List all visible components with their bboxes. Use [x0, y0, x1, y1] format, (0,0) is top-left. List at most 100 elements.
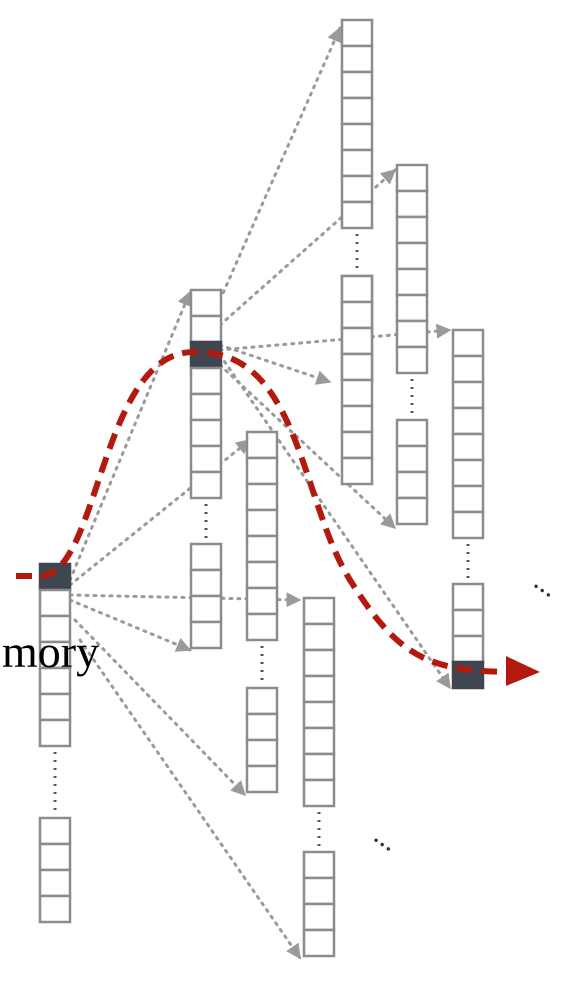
- memory-cell: [340, 200, 374, 230]
- dotted-arrow: [218, 26, 342, 302]
- memory-cell: [340, 326, 374, 356]
- memory-cell: [245, 482, 279, 512]
- memory-cell: [395, 444, 429, 474]
- memory-columns: [38, 18, 485, 958]
- ellipsis-right: ...: [528, 564, 565, 604]
- memory-cell: [395, 189, 429, 219]
- path-arrowhead: [506, 656, 540, 686]
- memory-cell: [189, 568, 223, 598]
- memory-cell: [38, 868, 72, 898]
- memory-cell: [451, 380, 485, 410]
- memory-column-col-3b: [302, 596, 336, 958]
- memory-cell: [451, 582, 485, 612]
- memory-cell: [340, 352, 374, 382]
- memory-cell: [38, 842, 72, 872]
- memory-cell: [451, 432, 485, 462]
- memory-cell: [302, 726, 336, 756]
- memory-cell: [189, 444, 223, 474]
- memory-cell: [395, 418, 429, 448]
- memory-cell: [245, 764, 279, 794]
- memory-cell: [302, 850, 336, 880]
- memory-column-col-0: [38, 562, 72, 924]
- memory-label: mory: [2, 626, 99, 677]
- memory-cell: [38, 588, 72, 618]
- memory-column-col-4a: [395, 163, 429, 526]
- memory-cell: [38, 718, 72, 748]
- memory-cell: [189, 594, 223, 624]
- memory-cell: [245, 560, 279, 590]
- memory-cell: [340, 430, 374, 460]
- memory-cell: [245, 534, 279, 564]
- memory-cell: [451, 328, 485, 358]
- memory-cell: [189, 392, 223, 422]
- memory-cell: [189, 542, 223, 572]
- memory-cell: [340, 70, 374, 100]
- dotted-arrow: [78, 638, 302, 960]
- memory-cell: [302, 752, 336, 782]
- memory-cell: [395, 293, 429, 323]
- memory-cell: [395, 163, 429, 193]
- highlight-path-line: [16, 348, 521, 675]
- memory-column-col-4b: [340, 274, 374, 486]
- memory-cell: [340, 122, 374, 152]
- memory-cell: [189, 418, 223, 448]
- memory-cell: [302, 902, 336, 932]
- memory-cell: [302, 596, 336, 626]
- memory-cell: [340, 96, 374, 126]
- memory-cell: [302, 648, 336, 678]
- memory-cell: [395, 496, 429, 526]
- memory-cell: [38, 894, 72, 924]
- memory-cell: [302, 928, 336, 958]
- memory-cell: [340, 174, 374, 204]
- memory-cell: [302, 700, 336, 730]
- memory-cell: [395, 319, 429, 349]
- memory-cell: [340, 378, 374, 408]
- memory-cell: [189, 288, 223, 318]
- memory-cell: [395, 241, 429, 271]
- memory-cell: [340, 274, 374, 304]
- memory-cell: [189, 470, 223, 500]
- highlighted-path: [16, 348, 540, 686]
- memory-column-col-1: [189, 288, 223, 650]
- memory-column-col-2: [245, 430, 279, 794]
- memory-cell: [340, 18, 374, 48]
- memory-cell: [302, 778, 336, 808]
- memory-cell: [38, 666, 72, 696]
- dotted-arrow: [218, 343, 332, 385]
- memory-cell: [245, 738, 279, 768]
- memory-cell: [302, 674, 336, 704]
- memory-cell: [38, 692, 72, 722]
- memory-cell: [38, 614, 72, 644]
- memory-cell: [302, 622, 336, 652]
- memory-cell: [340, 148, 374, 178]
- memory-cell: [395, 215, 429, 245]
- memory-cell: [451, 354, 485, 384]
- ellipsis-bottom: ...: [368, 818, 405, 858]
- memory-cell: [245, 612, 279, 642]
- memory-cell: [245, 508, 279, 538]
- memory-cell: [451, 484, 485, 514]
- memory-cell: [340, 44, 374, 74]
- memory-cell: [245, 456, 279, 486]
- dotted-arrow: [218, 353, 452, 690]
- memory-cell: [189, 366, 223, 396]
- memory-cell: [189, 314, 223, 344]
- memory-cell: [245, 586, 279, 616]
- memory-cell: [451, 608, 485, 638]
- memory-cell: [245, 430, 279, 460]
- memory-cell: [340, 404, 374, 434]
- memory-cell: [245, 686, 279, 716]
- memory-cell: [395, 470, 429, 500]
- memory-cell: [395, 267, 429, 297]
- memory-cell: [395, 345, 429, 375]
- dotted-arrow: [218, 363, 397, 530]
- memory-column-col-5: [451, 328, 485, 690]
- memory-cell: [451, 634, 485, 664]
- dotted-arrow: [73, 618, 247, 797]
- memory-cell: [451, 510, 485, 540]
- dotted-arrow: [68, 290, 192, 582]
- memory-cell: [451, 458, 485, 488]
- memory-cell: [245, 712, 279, 742]
